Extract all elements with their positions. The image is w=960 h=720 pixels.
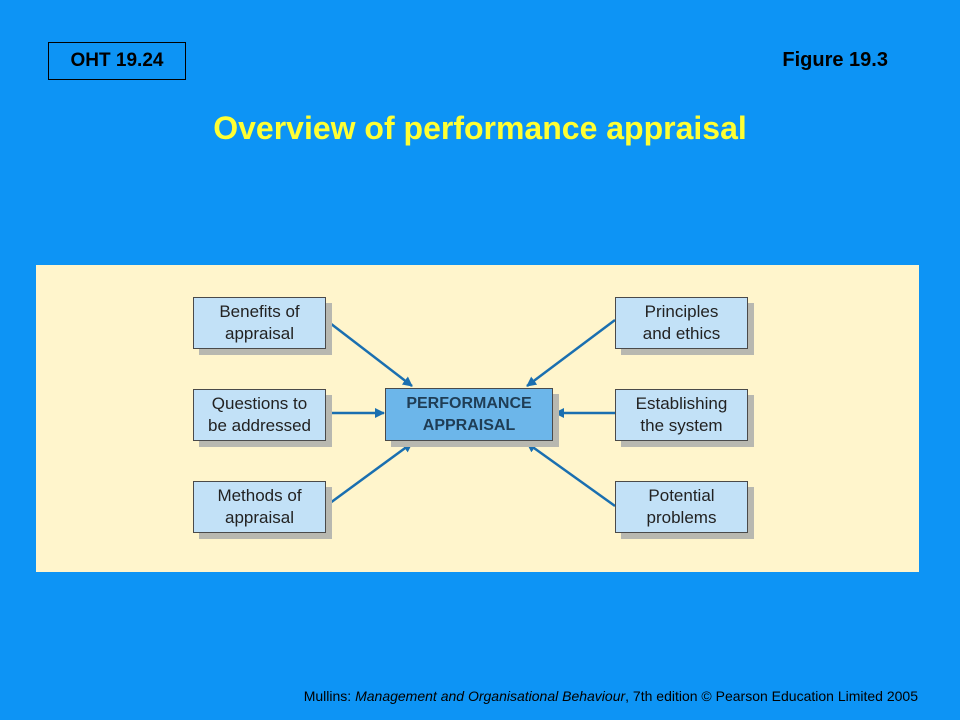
footer-book-title: Management and Organisational Behaviour [355, 688, 626, 704]
footer-author: Mullins: [303, 688, 356, 704]
footer-edition: , 7th edition © Pearson Education Limite… [625, 688, 918, 704]
box-benefits-of-appraisal: Benefits of appraisal [193, 297, 332, 355]
box-methods-of-appraisal: Methods of appraisal [193, 481, 332, 539]
arrow-methods [325, 441, 413, 508]
figure-label: Figure 19.3 [782, 49, 888, 71]
oht-label: OHT 19.24 [48, 42, 186, 80]
box-questions-to-be-addressed: Questions to be addressed [193, 389, 332, 447]
box-principles-and-ethics: Principles and ethics [615, 297, 754, 355]
footer-citation: Mullins: Management and Organisational B… [304, 688, 918, 704]
box-establishing-the-system: Establishing the system [615, 389, 754, 447]
arrow-benefits [325, 319, 413, 387]
box-potential-problems: Potential problems [615, 481, 754, 539]
arrow-principles [526, 319, 616, 387]
page-title: Overview of performance appraisal [213, 110, 747, 146]
arrow-problems [526, 441, 616, 508]
box-performance-appraisal: PERFORMANCE APPRAISAL [385, 388, 559, 447]
